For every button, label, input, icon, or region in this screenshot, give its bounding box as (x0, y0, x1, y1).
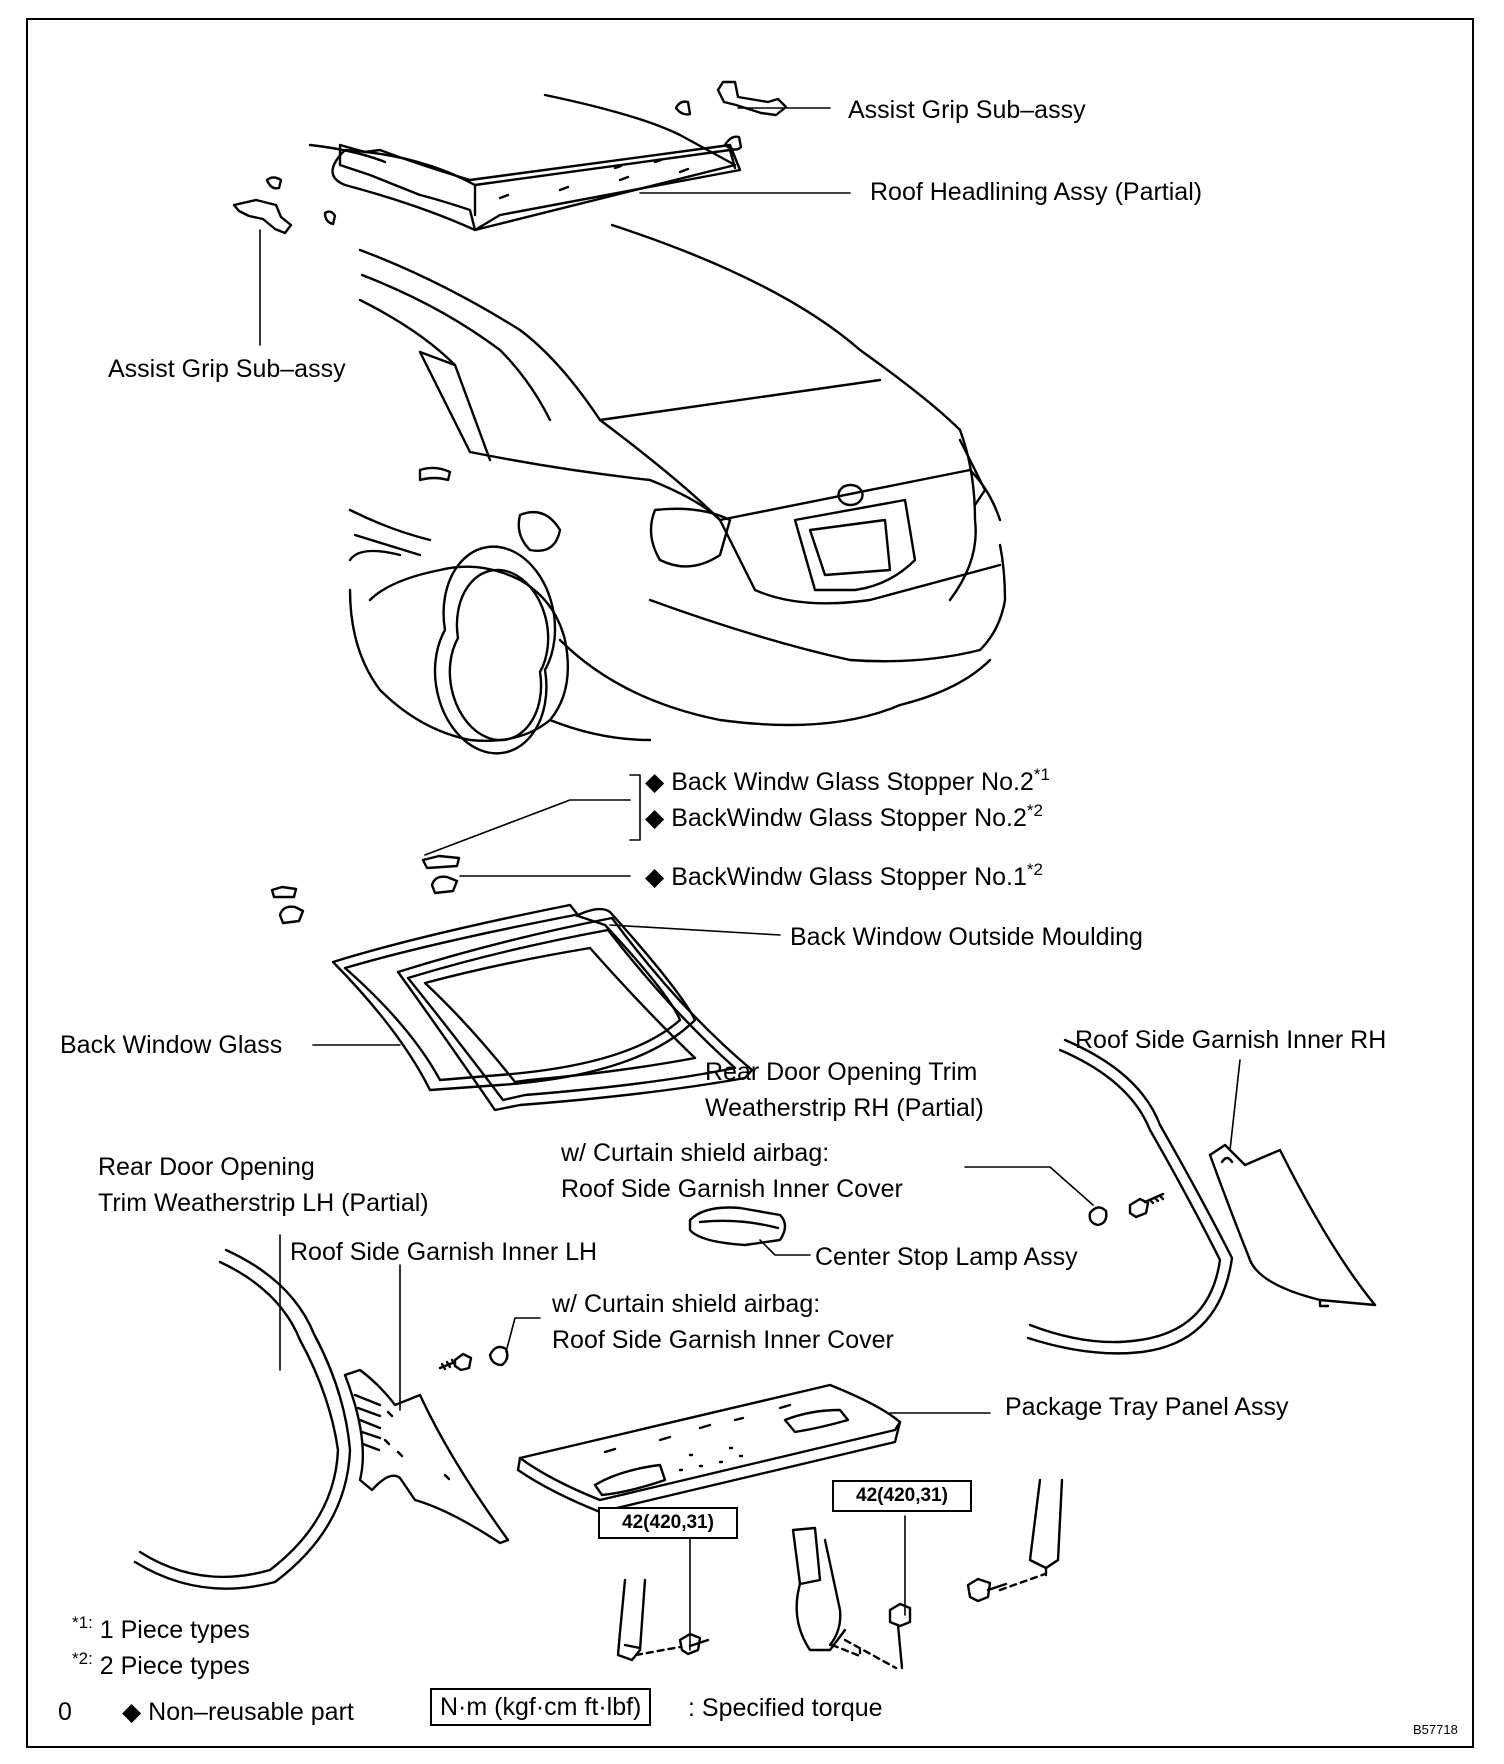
label-roof-side-garnish-lh: Roof Side Garnish Inner LH (290, 1238, 598, 1266)
glass-stoppers-drawing (270, 854, 461, 925)
diamond-icon: ◆ (645, 768, 665, 796)
back-window-drawing (331, 903, 754, 1112)
note-1-piece: *1: 1 Piece types (72, 1613, 250, 1644)
label-roof-headlining: Roof Headlining Assy (Partial) (870, 178, 1203, 206)
label-cover-lh-1: w/ Curtain shield airbag: (552, 1290, 821, 1318)
seatbelt-left-drawing (616, 1578, 710, 1662)
garnish-lh-drawing (343, 1368, 510, 1545)
legend-torque-unit-box: N·m (kgf·cm ft·lbf) (430, 1688, 652, 1726)
diagram-frame (26, 18, 1474, 1748)
diamond-icon: ◆ (645, 863, 665, 891)
label-center-stop-lamp: Center Stop Lamp Assy (815, 1243, 1078, 1271)
label-stopper-no2-type1: ◆ Back Windw Glass Stopper No.2*1 (645, 765, 1050, 796)
label-stopper-no1: ◆ BackWindw Glass Stopper No.1*2 (645, 860, 1043, 891)
torque-spec-left: 42(420,31) (598, 1507, 738, 1539)
label-cover-rh-2: Roof Side Garnish Inner Cover (561, 1175, 903, 1203)
bolt-rh-drawing (1128, 1192, 1165, 1219)
bolt-lh-drawing (438, 1352, 473, 1372)
torque-spec-right: 42(420,31) (832, 1480, 972, 1512)
label-cover-lh-2: Roof Side Garnish Inner Cover (552, 1326, 894, 1354)
legend-non-reusable: ◆ Non–reusable part (122, 1698, 354, 1726)
label-back-window-glass: Back Window Glass (60, 1031, 283, 1059)
vehicle-body-drawing (348, 223, 1007, 755)
weatherstrip-lh-drawing (133, 1248, 352, 1590)
weatherstrip-rh-drawing (1026, 1038, 1234, 1355)
label-rear-door-trim-rh-2: Weatherstrip RH (Partial) (705, 1094, 984, 1122)
garnish-rh-drawing (1208, 1143, 1377, 1308)
label-assist-grip-top: Assist Grip Sub–assy (848, 96, 1086, 124)
note-2-piece: *2: 2 Piece types (72, 1649, 250, 1680)
label-rear-door-trim-lh-1: Rear Door Opening (98, 1153, 315, 1181)
label-outside-moulding: Back Window Outside Moulding (790, 923, 1143, 951)
legend-zero: 0 (58, 1698, 72, 1726)
label-assist-grip-left: Assist Grip Sub–assy (108, 355, 346, 383)
label-cover-rh-1: w/ Curtain shield airbag: (561, 1139, 830, 1167)
figure-id: B57718 (1413, 1722, 1458, 1737)
cover-rh-drawing (1088, 1206, 1108, 1227)
center-stop-lamp-drawing (688, 1206, 787, 1247)
cover-lh-drawing (488, 1345, 509, 1367)
label-roof-side-garnish-rh: Roof Side Garnish Inner RH (1075, 1026, 1387, 1054)
seatbelt-right-drawing (966, 1478, 1064, 1603)
seatbelt-center-drawing (791, 1526, 912, 1670)
leader-lines (259, 107, 1241, 1651)
diamond-icon: ◆ (645, 804, 665, 832)
label-package-tray: Package Tray Panel Assy (1005, 1393, 1289, 1421)
assist-grip-left-drawing (232, 176, 337, 235)
roof-headlining-drawing (308, 93, 742, 232)
label-rear-door-trim-rh-1: Rear Door Opening Trim (705, 1058, 978, 1086)
assist-grip-top-drawing (674, 80, 788, 151)
label-stopper-no2-type2: ◆ BackWindw Glass Stopper No.2*2 (645, 801, 1043, 832)
label-rear-door-trim-lh-2: Trim Weatherstrip LH (Partial) (98, 1189, 429, 1217)
legend-torque-desc: : Specified torque (688, 1694, 883, 1722)
